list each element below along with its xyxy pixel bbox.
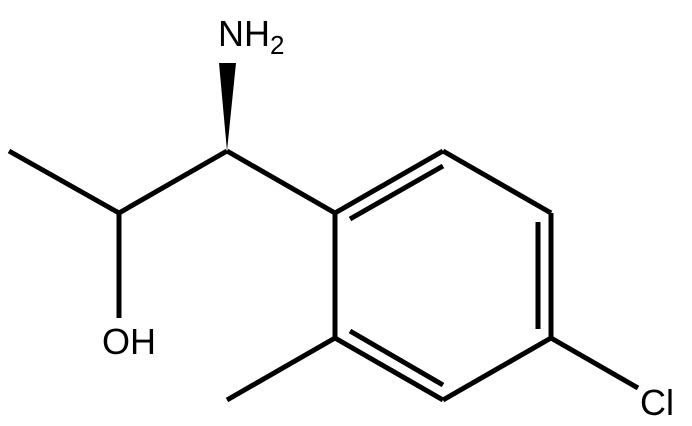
wedge-bond-to-amine	[219, 63, 236, 151]
ring-bond-c2-c3	[441, 148, 553, 216]
bond-methyl-to-carbinol	[7, 148, 121, 216]
chlorine-label: Cl	[640, 382, 674, 423]
bond-ring-to-methyl	[225, 335, 337, 403]
bond-carbinol-to-chiral-carbon	[117, 148, 229, 216]
bond-ring-to-chlorine	[549, 335, 640, 391]
ring-bond-c4-c5	[441, 335, 553, 403]
ring-bond-c5-c6	[333, 335, 445, 403]
amine-label: NH2	[218, 13, 284, 60]
hydroxyl-label: OH	[102, 321, 156, 362]
amine-symbol: NH	[218, 13, 270, 54]
ring-bond-c5-c6-inner	[348, 328, 445, 388]
amine-subscript: 2	[270, 30, 284, 60]
ring-bond-c1-c2	[333, 148, 445, 216]
bond-chiral-carbon-to-ring	[225, 148, 337, 216]
ring-bond-c1-c2-inner	[348, 163, 445, 222]
